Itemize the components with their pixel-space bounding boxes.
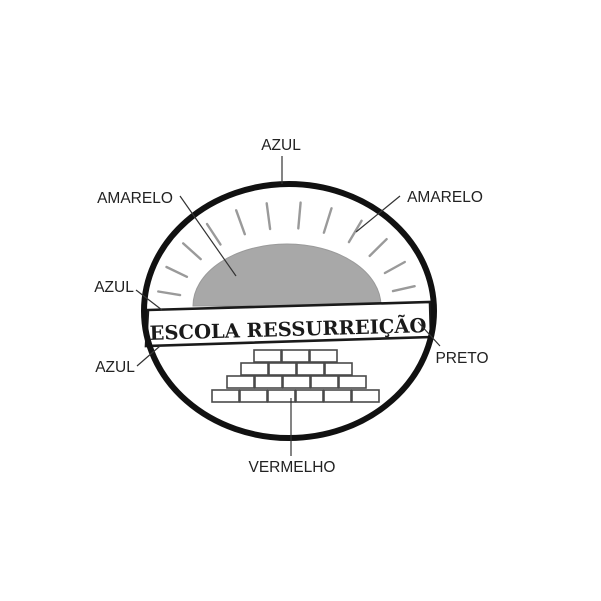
label-upper-left-color: AMARELO — [97, 190, 173, 207]
brick — [296, 362, 325, 376]
label-upper-right-color: AMARELO — [407, 189, 483, 206]
label-mid-left-lower-color: AZUL — [95, 359, 135, 376]
sun-ray — [265, 202, 272, 231]
brick — [281, 349, 310, 363]
brick — [267, 389, 296, 403]
leader-right — [417, 321, 441, 347]
brick — [253, 349, 282, 363]
brick — [254, 375, 283, 389]
sun-ray — [157, 290, 182, 297]
sun-ray — [347, 219, 363, 244]
sun-ray — [322, 207, 333, 234]
sun-ray — [234, 209, 247, 236]
emblem-outer-ring — [141, 181, 437, 441]
sun-ray — [181, 242, 202, 261]
leader-mid-left-upper — [135, 289, 163, 311]
sun-ray — [297, 201, 302, 230]
leader-upper-right — [355, 195, 401, 233]
label-right-color: PRETO — [435, 350, 488, 367]
brick — [351, 389, 380, 403]
brick — [239, 389, 268, 403]
sun-half-disc — [192, 243, 382, 307]
sun-ray — [205, 222, 222, 246]
leader-mid-left-lower — [136, 345, 161, 367]
brick — [268, 362, 297, 376]
label-top-color: AZUL — [261, 137, 301, 154]
label-mid-left-upper-color: AZUL — [94, 279, 134, 296]
sun-ray — [165, 265, 189, 278]
leader-upper-left — [179, 195, 237, 277]
brick — [324, 362, 353, 376]
brick — [323, 389, 352, 403]
brick — [211, 389, 240, 403]
brick — [309, 349, 338, 363]
sun-ray — [383, 260, 406, 275]
brick — [338, 375, 367, 389]
brick — [240, 362, 269, 376]
brick — [295, 389, 324, 403]
sun-ray — [368, 237, 388, 258]
sun-ray — [391, 285, 416, 293]
brick — [226, 375, 255, 389]
brick-wall — [211, 349, 380, 403]
brick — [282, 375, 311, 389]
label-bottom-color: VERMELHO — [249, 459, 336, 476]
brick — [310, 375, 339, 389]
